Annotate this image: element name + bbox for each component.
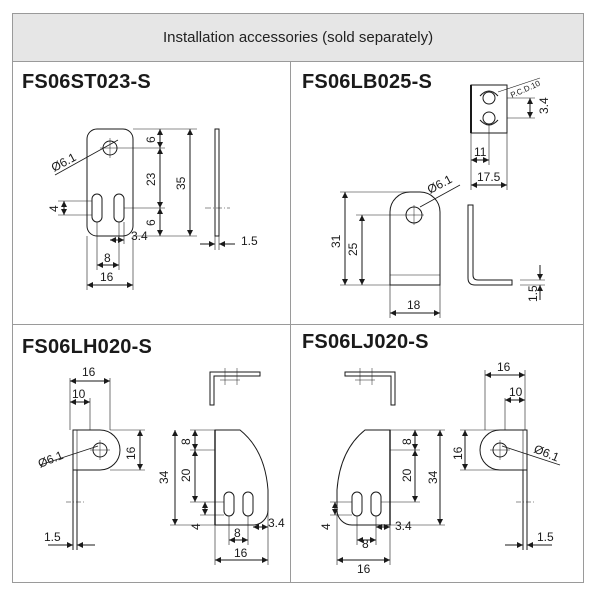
lj020-d4: 4 xyxy=(319,523,333,530)
st023-d16: 16 xyxy=(100,270,114,284)
st023-d8: 8 xyxy=(104,251,111,265)
lj020-d10: 10 xyxy=(509,385,523,399)
st023-plate-outline xyxy=(86,128,134,237)
lb025-d11: 11 xyxy=(474,145,487,159)
horizontal-divider xyxy=(12,324,584,325)
st023-d4: 4 xyxy=(47,205,61,212)
lj020-side-plate xyxy=(336,429,391,526)
lj020-d8-bot: 8 xyxy=(362,537,369,551)
lh020-d10: 10 xyxy=(72,387,86,401)
panel-title-lb025: FS06LB025-S xyxy=(302,71,433,93)
lj020-d3-4: 3.4 xyxy=(395,519,412,533)
lb025-hole-dia: Ø6.1 xyxy=(425,172,455,197)
lj020-slot-right xyxy=(370,491,382,517)
lh020-d4: 4 xyxy=(189,523,203,530)
lj020-l-view xyxy=(344,371,396,406)
lj020-hole-dia: Ø6.1 xyxy=(532,442,562,465)
lj020-d16-bot: 16 xyxy=(357,562,371,576)
lb025-side-view xyxy=(467,204,513,286)
vertical-divider xyxy=(290,62,291,583)
diagram-st023 xyxy=(54,128,235,290)
lj020-slot-left xyxy=(351,491,363,517)
lh020-d1-5: 1.5 xyxy=(44,530,61,544)
st023-labels: Ø6.1 6 23 35 6 4 3.4 8 16 1.5 xyxy=(47,136,258,284)
header-bar: Installation accessories (sold separatel… xyxy=(12,13,584,62)
lb025-plate-outline xyxy=(389,191,441,286)
st023-slot-left xyxy=(91,193,103,223)
lb025-pcd: P.C.D.10 xyxy=(509,79,542,100)
lj020-d8: 8 xyxy=(400,438,414,445)
lh020-slot-left xyxy=(223,491,235,517)
lh020-side-plate xyxy=(214,429,269,526)
panel-title-st023: FS06ST023-S xyxy=(22,71,151,93)
lh020-d16-top: 16 xyxy=(82,365,96,379)
st023-d6-top: 6 xyxy=(144,136,158,143)
lh020-plate-outline xyxy=(72,429,121,471)
diagram-lj020 xyxy=(330,368,561,565)
lb025-d18: 18 xyxy=(407,298,421,312)
lh020-d3-4: 3.4 xyxy=(268,516,285,530)
lh020-d16-bot: 16 xyxy=(234,546,248,560)
lh020-d16-side: 16 xyxy=(124,446,138,460)
lb025-d25: 25 xyxy=(346,242,360,256)
lj020-d16-top: 16 xyxy=(497,360,511,374)
lh020-d8-bot: 8 xyxy=(234,526,241,540)
lh020-slot-right xyxy=(242,491,254,517)
lb025-d17-5: 17.5 xyxy=(477,170,501,184)
lh020-d8: 8 xyxy=(179,438,193,445)
lh020-l-view xyxy=(209,371,261,406)
lj020-d20: 20 xyxy=(400,468,414,482)
panel-title-lh020: FS06LH020-S xyxy=(22,336,153,358)
st023-side-view xyxy=(214,128,220,237)
diagram-lb025 xyxy=(340,77,545,318)
lb025-d3-4: 3.4 xyxy=(537,97,551,114)
st023-d3-4: 3.4 xyxy=(131,229,148,243)
st023-d35: 35 xyxy=(174,176,188,190)
lh020-hole-dia: Ø6.1 xyxy=(36,448,66,471)
st023-d23: 23 xyxy=(144,172,158,186)
lh020-d20: 20 xyxy=(179,468,193,482)
panel-title-lj020: FS06LJ020-S xyxy=(302,331,429,353)
lb025-d31: 31 xyxy=(329,234,343,248)
st023-slot-right xyxy=(113,193,125,223)
lh020-d34: 34 xyxy=(157,470,171,484)
header-title: Installation accessories (sold separatel… xyxy=(162,29,434,46)
lb025-d1-5: 1.5 xyxy=(526,285,540,302)
st023-hole-dia: Ø6.1 xyxy=(49,150,79,175)
st023-d1-5: 1.5 xyxy=(241,234,258,248)
lj020-d34: 34 xyxy=(426,470,440,484)
lj020-d16-side: 16 xyxy=(451,446,465,460)
lj020-d1-5: 1.5 xyxy=(537,530,554,544)
st023-d6-bot: 6 xyxy=(144,219,158,226)
diagram-lh020 xyxy=(39,368,269,565)
